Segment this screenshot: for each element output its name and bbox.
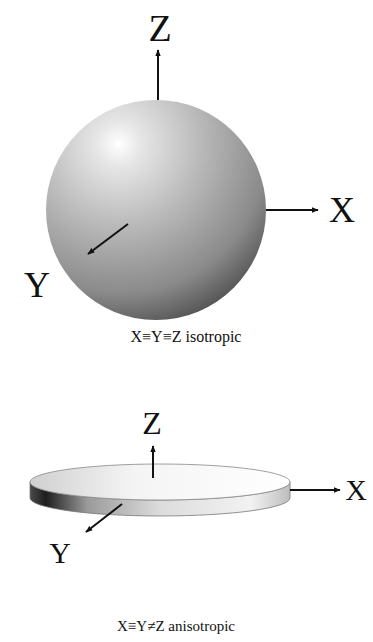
x-axis-arrow xyxy=(290,489,340,491)
y-axis-arrow xyxy=(88,224,128,254)
y-axis-arrow xyxy=(86,504,122,532)
z-axis-arrow xyxy=(152,446,154,478)
caption: X≡Y≠Z anisotropic xyxy=(117,619,235,634)
z-axis-arrow xyxy=(157,50,159,100)
axis-label: X xyxy=(345,475,367,505)
axis-label: X xyxy=(329,192,355,228)
x-axis-arrow xyxy=(266,209,318,211)
sphere xyxy=(46,100,266,320)
axis-label: Y xyxy=(49,538,71,568)
caption: X≡Y≡Z isotropic xyxy=(131,329,242,345)
axis-label: Y xyxy=(24,267,50,303)
disk-top xyxy=(30,464,290,500)
axis-label: Z xyxy=(148,9,171,47)
axis-label: Z xyxy=(142,407,162,439)
